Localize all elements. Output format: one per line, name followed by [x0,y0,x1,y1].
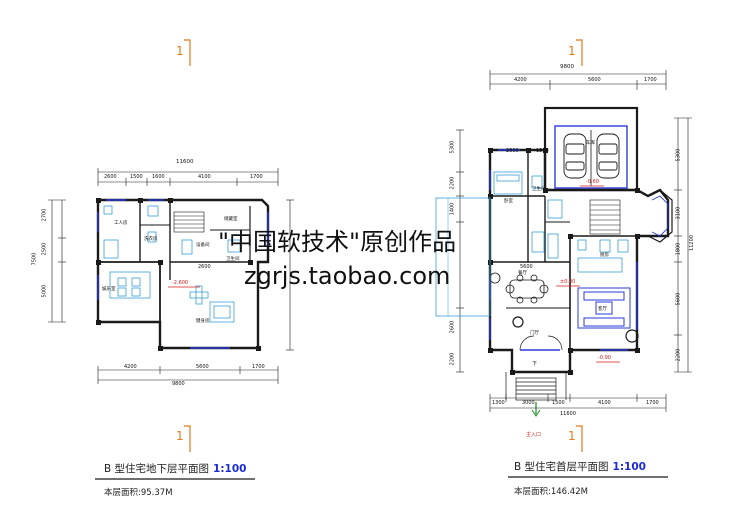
dim-label: 2200 [675,348,682,362]
dim-label: 5600 [520,264,533,270]
elevation-mark: -0.60 [586,179,599,185]
section-marker: 1 [176,44,184,58]
dim-label: 5600 [588,77,601,83]
dim-label: 1500 [130,174,143,180]
room-label: 储藏室 [224,217,238,222]
dim-label: 1300 [492,400,505,406]
dim-label: 1500 [536,148,549,154]
basement-area: 本层面积:95.37M [104,488,173,498]
room-label: 门厅 [530,331,539,336]
room-label: 设备间 [196,243,210,248]
section-marker-bracket [576,39,583,66]
dim-label: 5600 [196,364,209,370]
room-label: 厨房 [600,253,609,258]
dim-label: 2600 [506,148,519,154]
dim-label: 1700 [250,174,263,180]
room-label: 卫生间 [532,187,546,192]
dim-label: 5600 [675,292,682,306]
dim-label: 1400 [449,202,456,216]
dim-label: 2600 [104,174,117,180]
section-marker-bracket [184,39,191,66]
dim-label: 1600 [152,174,165,180]
room-label: 餐厅 [518,271,527,276]
section-marker: 1 [568,44,576,58]
section-marker-bracket [184,425,191,452]
watermark-line-1: "中国软技术"原创作品 [218,228,457,256]
dim-label: 3100 [675,206,682,220]
dim-label: 5000 [41,284,48,298]
room-label: 卧室 [504,199,513,204]
dim-label: 4200 [124,364,137,370]
room-label: 洗衣房 [144,237,158,242]
room-label: 车库 [586,141,595,146]
room-label: 客厅 [598,307,607,312]
room-label: 卫生间 [226,257,240,262]
room-label: 娱乐室 [102,287,116,292]
ground-top-total: 9800 [560,64,574,70]
dim-label: 7500 [31,252,38,266]
dim-label: 1700 [252,364,265,370]
dim-label: 5300 [675,148,682,162]
room-label: 工人房 [114,221,128,226]
watermark-line-2: zgrjs.taobao.com [244,262,451,290]
dim-label: 4100 [598,400,611,406]
section-marker-bracket [576,425,583,452]
elevation-mark: ±0.00 [560,279,576,285]
dim-label: 5300 [449,140,456,154]
section-marker: 1 [568,429,576,443]
ground-area: 本层面积:146.42M [514,487,588,497]
dim-label: 11600 [560,411,576,417]
entry-label: 主入口 [526,432,542,438]
ground-floor-plan [435,70,692,478]
dim-label: 2700 [41,208,48,222]
dim-label: 2600 [449,320,456,334]
dim-label: 11200 [688,235,695,251]
dim-label: 2600 [198,264,211,270]
dim-label: 3000 [522,400,535,406]
elevation-mark: -2.600 [172,280,189,286]
dim-label: 1700 [646,400,659,406]
section-marker: 1 [176,429,184,443]
basement-plan [48,168,294,480]
dim-label: 4100 [198,174,211,180]
dim-label: 4200 [514,77,527,83]
dim-label: 2200 [449,176,456,190]
dim-label: 1500 [552,400,565,406]
stair-label: 下 [532,361,538,367]
dim-label: 1800 [675,242,682,256]
dim-label: 9800 [172,381,185,387]
room-label: 健身房 [196,319,210,324]
dim-label: 2500 [41,242,48,256]
dim-label: 2200 [449,352,456,366]
dim-label: 1700 [644,77,657,83]
basement-top-total: 11600 [176,159,194,165]
elevation-mark: -0.90 [598,355,611,361]
